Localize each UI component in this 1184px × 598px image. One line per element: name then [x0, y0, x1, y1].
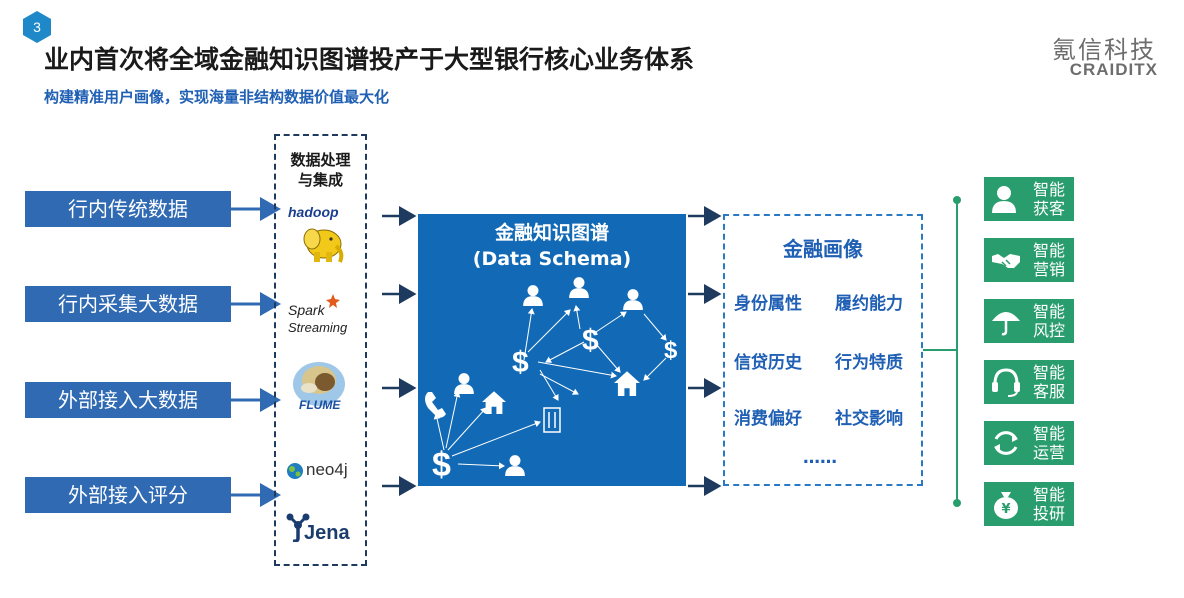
page-subtitle: 构建精准用户画像，实现海量非结构数据价值最大化 — [44, 88, 390, 106]
svg-text:$: $ — [582, 324, 599, 357]
person-icon — [992, 186, 1016, 213]
spark-streaming-logo: Spark Streaming — [286, 292, 362, 338]
jena-logo: Jena — [286, 512, 362, 552]
page-title: 业内首次将全域金融知识图谱投产于大型银行核心业务体系 — [44, 45, 695, 74]
company-logo-cn: 氪信科技 — [1052, 36, 1156, 64]
jena-icon — [286, 513, 310, 542]
attr-fulfillment: 履约能力 — [835, 294, 903, 314]
processing-title: 数据处理 与集成 — [290, 151, 351, 189]
spark-star-icon — [326, 294, 340, 308]
source-external-scores: 外部接入评分 — [25, 477, 231, 513]
source-external-big-data: 外部接入大数据 — [25, 382, 231, 418]
page-number-badge: 3 — [20, 10, 54, 44]
hadoop-logo: hadoop — [284, 204, 360, 270]
app-smart-marketing: 智能营销 — [984, 238, 1074, 282]
svg-text:$: $ — [664, 337, 678, 364]
source-traditional-data: 行内传统数据 — [25, 191, 231, 227]
elephant-icon — [303, 228, 344, 263]
money-bag-icon: ¥ — [994, 492, 1018, 519]
app-smart-operations: 智能运营 — [984, 421, 1074, 465]
app-smart-risk-control: 智能风控 — [984, 299, 1074, 343]
svg-text:$: $ — [512, 346, 529, 379]
attr-identity: 身份属性 — [734, 294, 802, 314]
handshake-icon — [992, 254, 1020, 268]
attr-social: 社交影响 — [835, 409, 903, 429]
flume-logo: FLUME — [287, 360, 351, 416]
company-logo-en: CRAIDITX — [1069, 60, 1158, 79]
knowledge-graph-title: 金融知识图谱 (Data Schema) — [472, 222, 632, 270]
umbrella-icon — [992, 312, 1020, 336]
refresh-icon — [994, 431, 1018, 455]
source-collected-big-data: 行内采集大数据 — [25, 286, 231, 322]
neo4j-globe-icon — [287, 463, 303, 479]
svg-text:¥: ¥ — [1001, 502, 1010, 517]
attr-behavior: 行为特质 — [835, 353, 903, 373]
attr-credit-history: 信贷历史 — [734, 353, 802, 373]
knowledge-graph-box — [418, 214, 686, 486]
app-smart-investment-research: ¥ 智能投研 — [984, 482, 1074, 526]
neo4j-logo: neo4j — [286, 458, 362, 486]
page-number: 3 — [33, 19, 41, 35]
flume-icon — [293, 362, 345, 406]
data-processing-box — [274, 134, 367, 566]
svg-text:$: $ — [432, 446, 451, 484]
financial-portrait-title: 金融画像 — [783, 237, 863, 261]
headset-icon — [992, 368, 1020, 397]
knowledge-graph-network: $ $ $ $ — [425, 277, 678, 484]
attr-more: …… — [803, 448, 837, 468]
app-smart-acquisition: 智能获客 — [984, 177, 1074, 221]
attr-consumption: 消费偏好 — [734, 409, 802, 429]
financial-portrait-box — [723, 214, 923, 486]
app-smart-customer-service: 智能客服 — [984, 360, 1074, 404]
